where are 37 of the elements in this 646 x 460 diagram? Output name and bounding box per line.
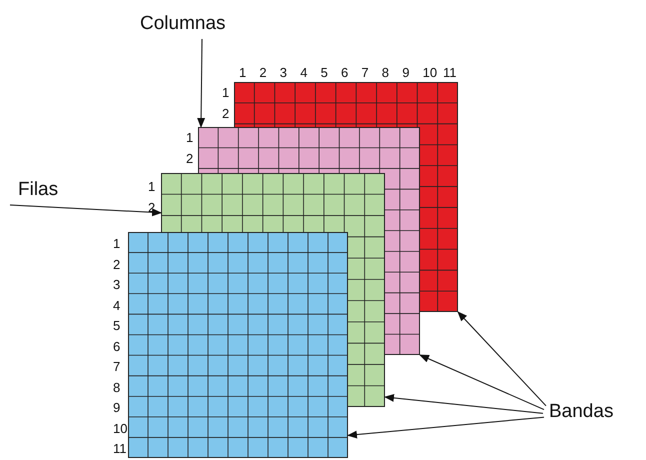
raster-band-grid bbox=[128, 232, 348, 458]
column-number: 5 bbox=[320, 66, 328, 79]
row-label: Filas bbox=[18, 180, 58, 199]
row-number: 9 bbox=[113, 401, 120, 414]
column-number: 2 bbox=[259, 66, 267, 79]
row-number: 1 bbox=[222, 86, 230, 99]
row-number: 5 bbox=[113, 319, 120, 332]
row-number: 7 bbox=[113, 360, 120, 373]
row-number: 8 bbox=[113, 380, 120, 394]
column-number: 11 bbox=[443, 66, 456, 79]
row-number: 1 bbox=[113, 237, 120, 250]
leader-line bbox=[384, 394, 544, 414]
leader-line bbox=[457, 311, 546, 406]
band-label: Bandas bbox=[549, 402, 614, 421]
column-number: 6 bbox=[341, 66, 348, 79]
row-number: 3 bbox=[113, 278, 120, 291]
leader-line bbox=[347, 416, 544, 439]
row-number: 6 bbox=[113, 340, 120, 352]
row-number: 1 bbox=[186, 131, 194, 144]
row-number: 2 bbox=[113, 258, 120, 270]
leader-line bbox=[419, 354, 544, 410]
column-number: 3 bbox=[280, 66, 288, 79]
row-number: 1 bbox=[148, 180, 156, 193]
row-number: 11 bbox=[113, 442, 126, 455]
column-number: 8 bbox=[382, 66, 390, 79]
column-number: 9 bbox=[402, 66, 410, 79]
column-number: 10 bbox=[422, 66, 438, 79]
row-number: 4 bbox=[113, 298, 120, 312]
row-number: 10 bbox=[113, 422, 128, 434]
row-number: 2 bbox=[186, 152, 194, 165]
column-number: 7 bbox=[361, 66, 369, 79]
arrow bbox=[10, 204, 162, 216]
column-number: 1 bbox=[239, 66, 246, 79]
row-number: 2 bbox=[222, 107, 230, 120]
column-number: 4 bbox=[300, 66, 308, 79]
arrow bbox=[197, 38, 206, 128]
column-label: Columnas bbox=[140, 14, 226, 33]
